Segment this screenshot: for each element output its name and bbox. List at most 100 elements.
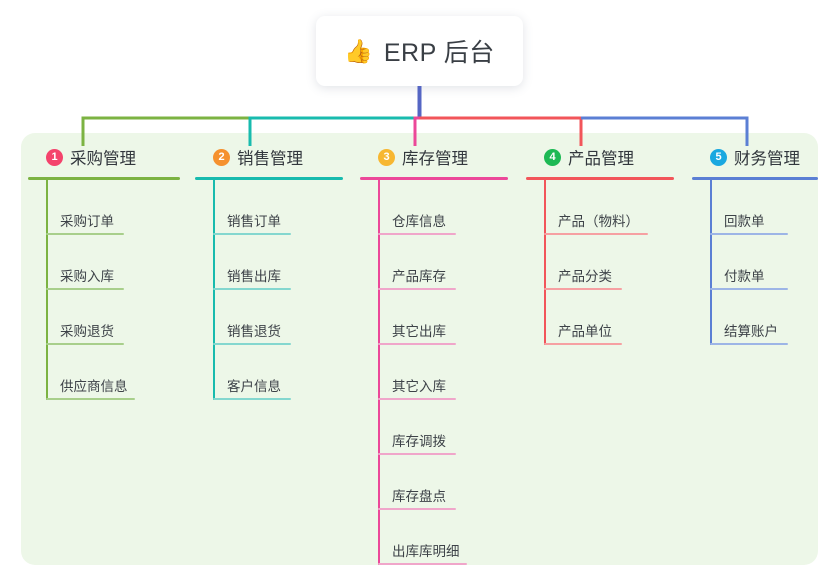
branch-spine-line [710, 180, 712, 345]
branch-leaf-underline [544, 288, 622, 290]
branch-leaf-underline [378, 563, 467, 565]
branch-leaf-item[interactable]: 其它出库 [378, 290, 508, 345]
branch-leaf-item[interactable]: 库存盘点 [378, 455, 508, 510]
branch-underline [195, 177, 343, 180]
branch-leaf-label: 出库库明细 [392, 544, 460, 559]
branch-leaf-label: 结算账户 [724, 324, 778, 339]
diagram-background-panel [21, 133, 818, 565]
branch-leaf-underline [710, 233, 788, 235]
branch-leaf-item[interactable]: 仓库信息 [378, 180, 508, 235]
branch-leaf-underline [46, 233, 124, 235]
branch-item-list: 产品（物料） 产品分类产品单位 [526, 180, 674, 345]
branch-leaf-underline [213, 398, 291, 400]
branch-spine-line [213, 180, 215, 400]
branch-leaf-item[interactable]: 产品分类 [544, 235, 674, 290]
root-node-title: ERP 后台 [383, 39, 495, 67]
branch-leaf-item[interactable]: 销售订单 [213, 180, 343, 235]
branch-leaf-label: 销售退货 [227, 324, 281, 339]
branch-underline [28, 177, 180, 180]
branch-leaf-underline [544, 233, 648, 235]
branch-title: 产品管理 [568, 150, 634, 168]
branch-leaf-item[interactable]: 产品（物料） [544, 180, 674, 235]
branch-underline [526, 177, 674, 180]
branch-leaf-label: 库存盘点 [392, 489, 446, 504]
branch-leaf-label: 采购入库 [60, 269, 114, 284]
branch-leaf-label: 回款单 [724, 214, 765, 229]
branch-underline [360, 177, 508, 180]
branch-leaf-label: 其它出库 [392, 324, 446, 339]
branch-leaf-underline [46, 288, 124, 290]
branch-number-badge: 4 [544, 148, 561, 166]
branch-item-list: 销售订单销售出库销售退货客户信息 [195, 180, 343, 400]
branch-leaf-item[interactable]: 回款单 [710, 180, 818, 235]
branch-spine-line [46, 180, 48, 400]
branch-leaf-underline [46, 398, 135, 400]
branch-item-list: 回款单付款单结算账户 [692, 180, 818, 345]
branch-leaf-item[interactable]: 产品库存 [378, 235, 508, 290]
branch-leaf-label: 销售出库 [227, 269, 281, 284]
branch-leaf-item[interactable]: 供应商信息 [46, 345, 180, 400]
branch-leaf-item[interactable]: 销售出库 [213, 235, 343, 290]
branch-item-list: 仓库信息产品库存其它出库其它入库库存调拨库存盘点出库库明细 [360, 180, 508, 565]
branch-leaf-label: 销售订单 [227, 214, 281, 229]
branch-leaf-underline [213, 288, 291, 290]
branch-underline [692, 177, 818, 180]
branch-leaf-label: 供应商信息 [60, 379, 128, 394]
branch-leaf-item[interactable]: 客户信息 [213, 345, 343, 400]
branch-title: 采购管理 [70, 150, 136, 168]
branch-leaf-label: 采购订单 [60, 214, 114, 229]
branch-column-2[interactable]: 2 销售管理销售订单销售出库销售退货客户信息 [195, 144, 343, 400]
branch-leaf-item[interactable]: 出库库明细 [378, 510, 508, 565]
branch-number-badge: 5 [710, 148, 727, 166]
branch-leaf-label: 仓库信息 [392, 214, 446, 229]
branch-leaf-label: 产品（物料） [558, 214, 639, 229]
branch-leaf-underline [544, 343, 622, 345]
branch-leaf-underline [378, 508, 456, 510]
branch-leaf-label: 付款单 [724, 269, 765, 284]
branch-spine-line [544, 180, 546, 345]
branch-header-1[interactable]: 1 采购管理 [28, 144, 180, 170]
thumbs-up-icon: 👍 [344, 37, 373, 64]
branch-leaf-label: 其它入库 [392, 379, 446, 394]
branch-leaf-label: 客户信息 [227, 379, 281, 394]
branch-leaf-underline [710, 288, 788, 290]
branch-leaf-item[interactable]: 库存调拨 [378, 400, 508, 455]
branch-spine-line [378, 180, 380, 565]
branch-leaf-item[interactable]: 结算账户 [710, 290, 818, 345]
branch-header-2[interactable]: 2 销售管理 [195, 144, 343, 170]
branch-column-4[interactable]: 4 产品管理产品（物料） 产品分类产品单位 [526, 144, 674, 345]
branch-leaf-item[interactable]: 采购订单 [46, 180, 180, 235]
branch-title: 销售管理 [237, 150, 303, 168]
branch-item-list: 采购订单采购入库采购退货供应商信息 [28, 180, 180, 400]
branch-column-1[interactable]: 1 采购管理采购订单采购入库采购退货供应商信息 [28, 144, 180, 400]
branch-leaf-underline [46, 343, 124, 345]
branch-leaf-item[interactable]: 付款单 [710, 235, 818, 290]
branch-title: 库存管理 [402, 150, 468, 168]
branch-leaf-underline [378, 398, 456, 400]
branch-leaf-underline [378, 453, 456, 455]
branch-leaf-label: 产品单位 [558, 324, 612, 339]
branch-number-badge: 1 [46, 148, 63, 166]
branch-leaf-item[interactable]: 其它入库 [378, 345, 508, 400]
branch-leaf-item[interactable]: 采购入库 [46, 235, 180, 290]
branch-leaf-label: 库存调拨 [392, 434, 446, 449]
branch-leaf-underline [213, 343, 291, 345]
branch-leaf-item[interactable]: 采购退货 [46, 290, 180, 345]
branch-number-badge: 2 [213, 148, 230, 166]
branch-leaf-underline [710, 343, 788, 345]
root-node-content: 👍 ERP 后台 [344, 33, 495, 69]
root-node[interactable]: 👍 ERP 后台 [316, 16, 523, 86]
branch-leaf-label: 产品库存 [392, 269, 446, 284]
branch-leaf-item[interactable]: 产品单位 [544, 290, 674, 345]
branch-leaf-underline [213, 233, 291, 235]
branch-leaf-label: 采购退货 [60, 324, 114, 339]
branch-header-4[interactable]: 4 产品管理 [526, 144, 674, 170]
branch-leaf-underline [378, 233, 456, 235]
branch-leaf-underline [378, 343, 456, 345]
branch-leaf-item[interactable]: 销售退货 [213, 290, 343, 345]
